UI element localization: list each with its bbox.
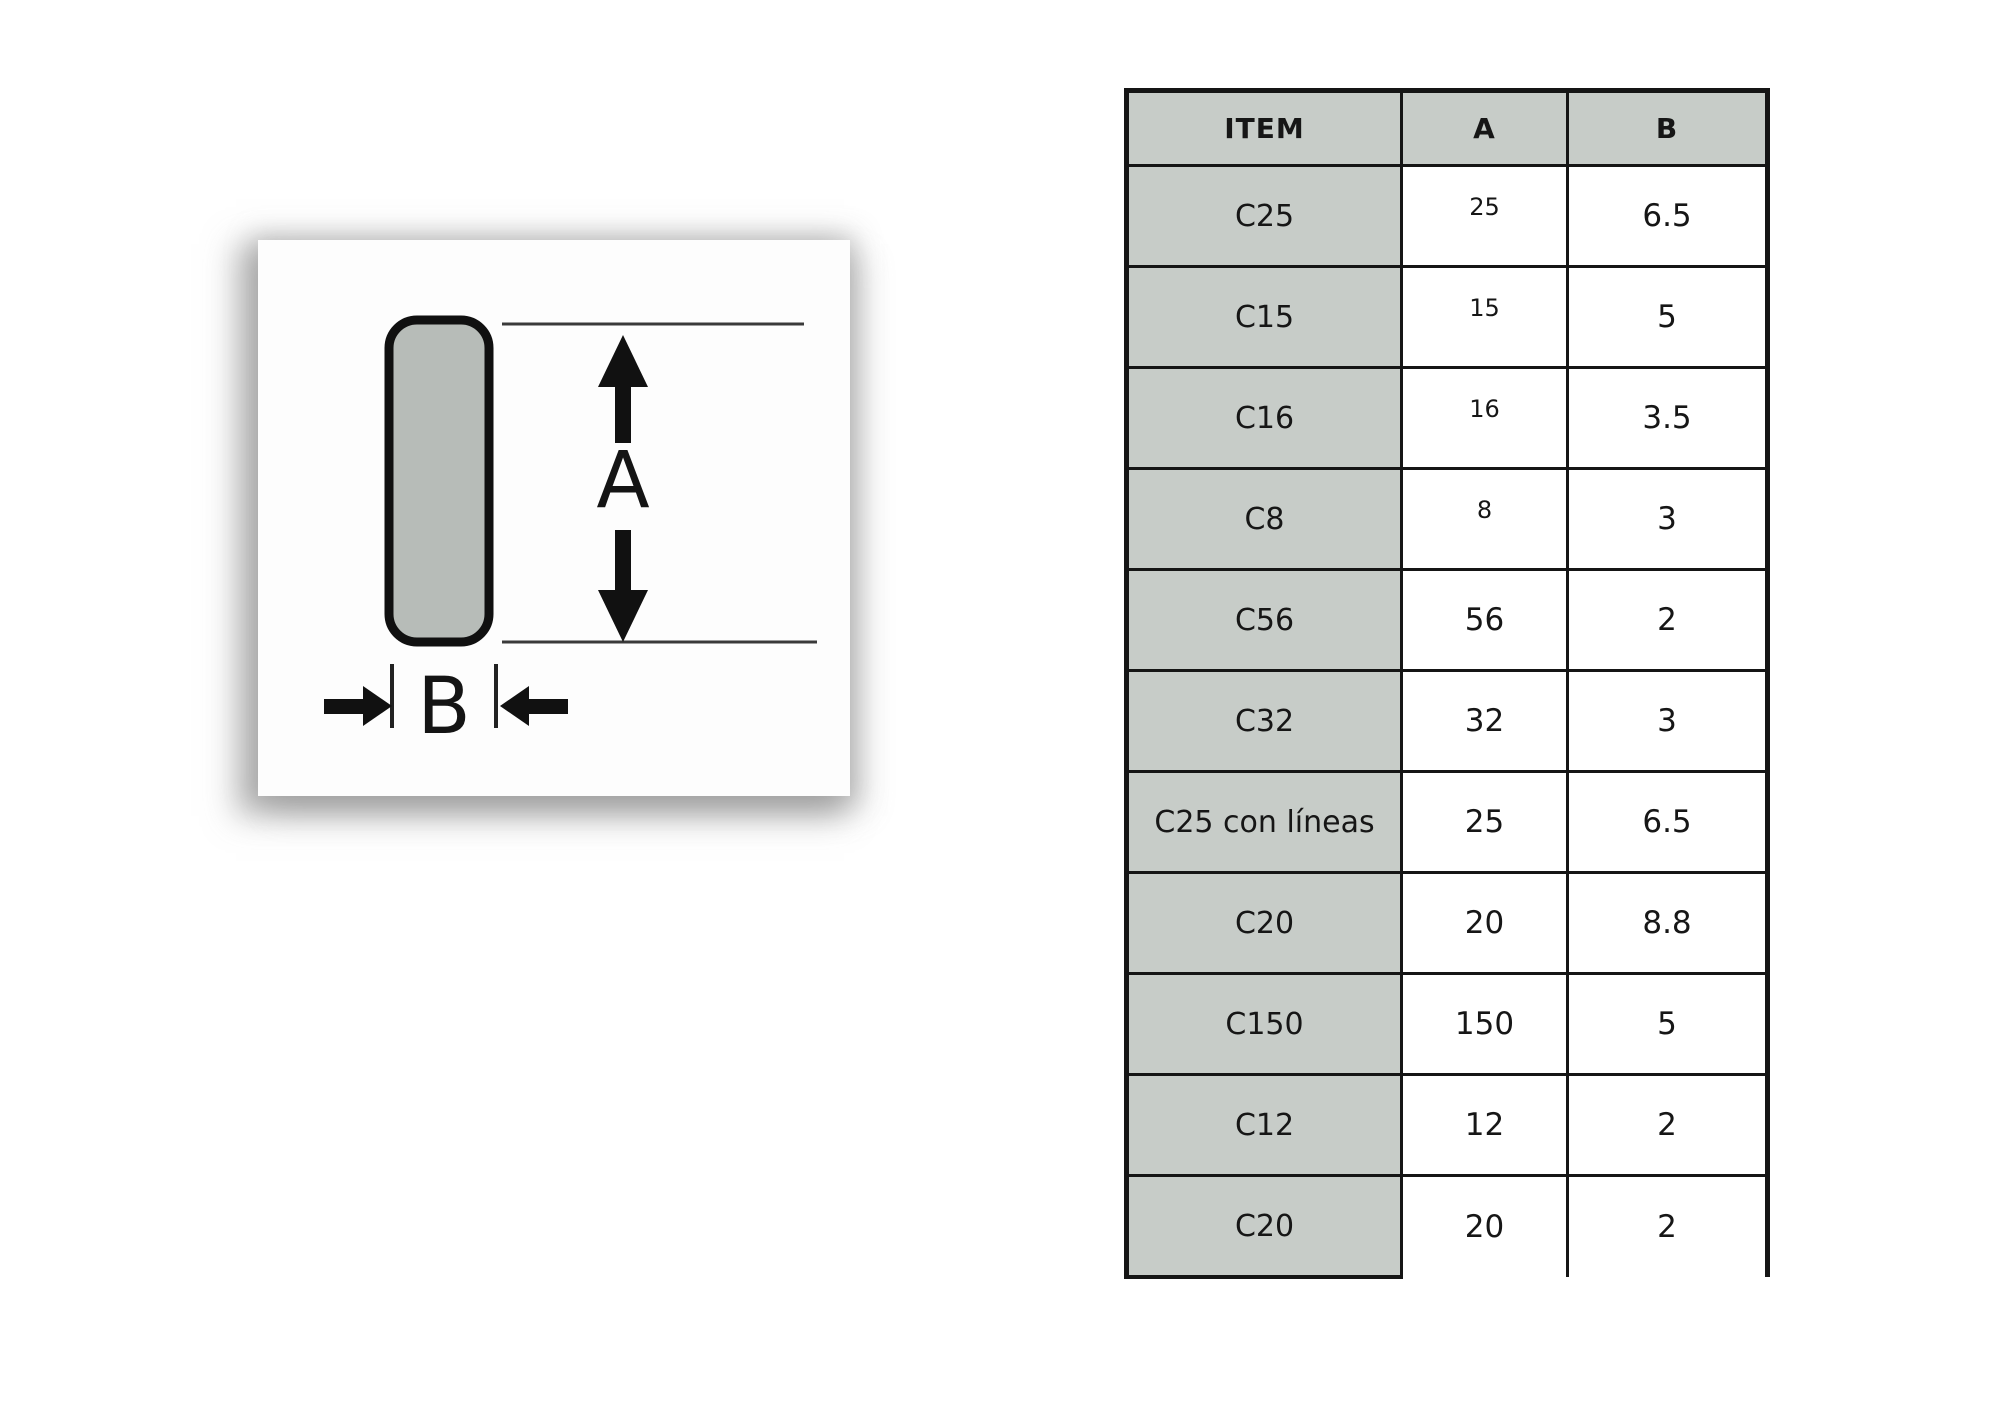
item-cell: C8: [1125, 467, 1403, 571]
arrow-down-icon: [598, 530, 648, 642]
table-row: C20 20 8.8: [1125, 871, 1769, 975]
dimension-label-b: B: [417, 662, 471, 752]
header-item: ITEM: [1125, 89, 1403, 167]
a-value-cell: 20: [1400, 1174, 1569, 1277]
arrow-right-icon: [324, 686, 392, 726]
a-value-cell: 15: [1400, 265, 1569, 369]
b-value-cell: 3: [1566, 467, 1769, 571]
spec-table: ITEM A B C25 25 6.5 C15 15 5 C16 16 3.5 …: [1124, 88, 1770, 1279]
arrow-up-icon: [598, 335, 648, 443]
item-cell: C150: [1125, 972, 1403, 1076]
dimension-label-a: A: [596, 436, 649, 526]
item-cell: C12: [1125, 1073, 1403, 1177]
table-row: C20 20 2: [1125, 1174, 1769, 1279]
b-value-cell: 2: [1566, 568, 1769, 672]
b-value-cell: 3: [1566, 669, 1769, 773]
a-value-cell: 8: [1400, 467, 1569, 571]
a-value-cell: 20: [1400, 871, 1569, 975]
header-a: A: [1400, 89, 1569, 167]
b-value-cell: 5: [1566, 972, 1769, 1076]
a-value-cell: 25: [1400, 164, 1569, 268]
table-row: C15 15 5: [1125, 265, 1769, 369]
table-row: C56 56 2: [1125, 568, 1769, 672]
table-row: C25 con líneas 25 6.5: [1125, 770, 1769, 874]
b-value-cell: 5: [1566, 265, 1769, 369]
a-value-cell: 25: [1400, 770, 1569, 874]
item-cell: C32: [1125, 669, 1403, 773]
item-cell: C25: [1125, 164, 1403, 268]
item-cell: C20: [1125, 871, 1403, 975]
b-value-cell: 3.5: [1566, 366, 1769, 470]
arrow-left-icon: [500, 686, 568, 726]
item-cell: C20: [1125, 1174, 1403, 1279]
table-row: C25 25 6.5: [1125, 164, 1769, 268]
table-row: C8 8 3: [1125, 467, 1769, 571]
a-value-cell: 56: [1400, 568, 1569, 672]
a-value-cell: 16: [1400, 366, 1569, 470]
table-row: C12 12 2: [1125, 1073, 1769, 1177]
dimension-diagram-card: A B: [258, 240, 850, 796]
b-value-cell: 6.5: [1566, 770, 1769, 874]
profile-shape: [384, 315, 494, 647]
a-value-cell: 150: [1400, 972, 1569, 1076]
tick-left: [390, 664, 394, 728]
b-value-cell: 8.8: [1566, 871, 1769, 975]
item-cell: C25 con líneas: [1125, 770, 1403, 874]
table-row: C16 16 3.5: [1125, 366, 1769, 470]
table-row: C32 32 3: [1125, 669, 1769, 773]
b-value-cell: 2: [1566, 1073, 1769, 1177]
a-value-cell: 32: [1400, 669, 1569, 773]
table-row: C150 150 5: [1125, 972, 1769, 1076]
table-header-row: ITEM A B: [1125, 89, 1769, 167]
item-cell: C56: [1125, 568, 1403, 672]
item-cell: C15: [1125, 265, 1403, 369]
dimension-diagram: A B: [324, 315, 817, 752]
item-cell: C16: [1125, 366, 1403, 470]
b-value-cell: 6.5: [1566, 164, 1769, 268]
header-b: B: [1566, 89, 1769, 167]
b-value-cell: 2: [1566, 1174, 1769, 1277]
tick-right: [494, 664, 498, 728]
a-value-cell: 12: [1400, 1073, 1569, 1177]
